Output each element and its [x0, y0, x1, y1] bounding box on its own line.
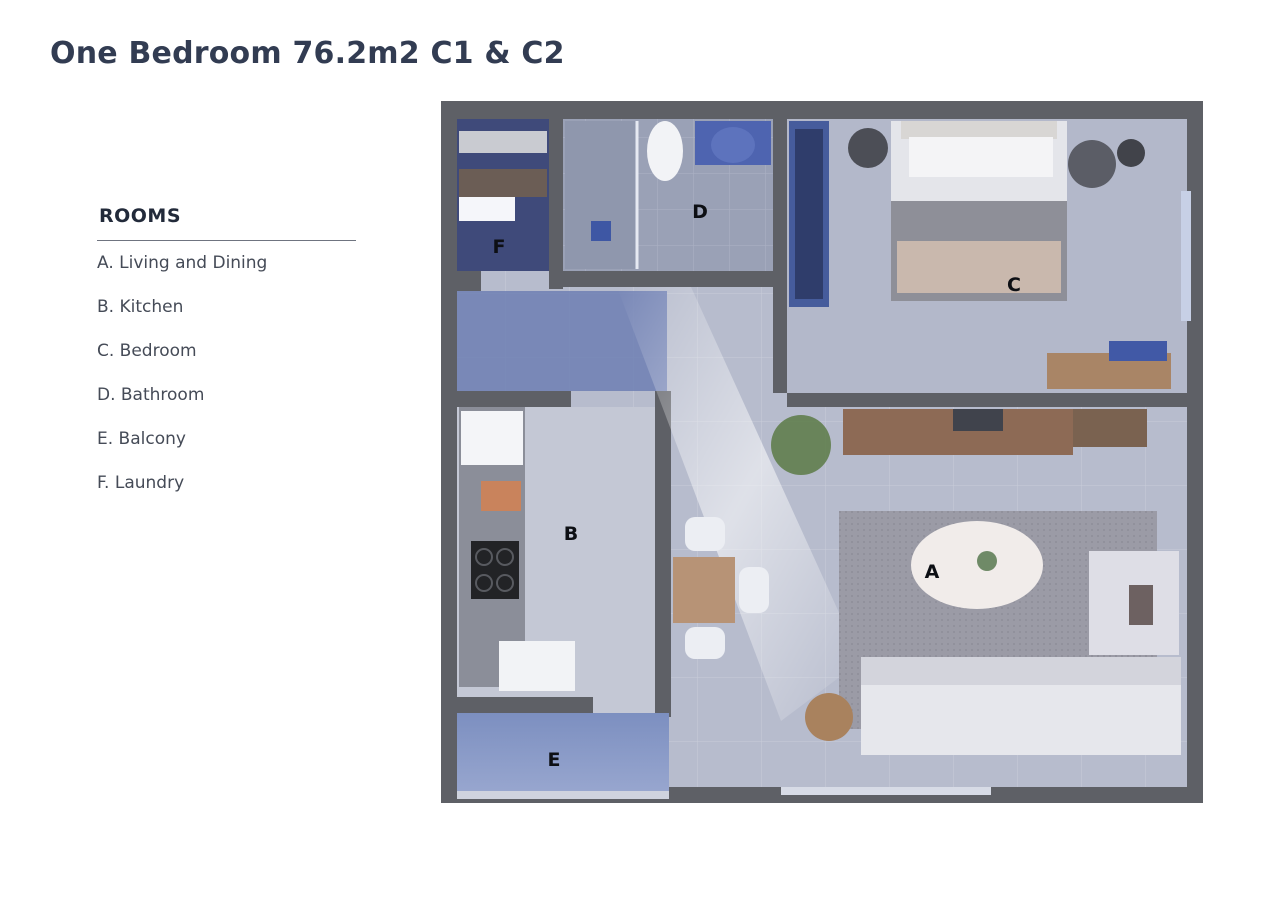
sunlight-beam — [617, 287, 861, 721]
room-label-a: A — [925, 561, 940, 583]
wall-bath-right — [773, 119, 787, 317]
wall-bedroom-bottom — [787, 393, 1187, 407]
legend-item-laundry: F. Laundry — [97, 473, 185, 493]
floor-plan: A B C D E F — [441, 101, 1203, 803]
wall-laundry-bottom — [441, 271, 481, 291]
shower-area — [565, 121, 637, 269]
bedroom-window — [1181, 191, 1191, 321]
side-table — [805, 693, 853, 741]
kitchen-sink — [499, 641, 575, 691]
nightstand-left — [848, 128, 888, 168]
bed-throw — [897, 241, 1061, 293]
bedroom-stool — [1117, 139, 1145, 167]
wall-bath-bottom — [549, 271, 773, 287]
living-window — [781, 787, 991, 795]
legend-item-kitchen: B. Kitchen — [97, 297, 184, 317]
page-title: One Bedroom 76.2m2 C1 & C2 — [50, 36, 565, 71]
tv-sideboard — [1073, 409, 1147, 447]
nightstand-right — [1068, 140, 1116, 188]
towel-rack — [591, 221, 611, 241]
legend-divider — [97, 240, 356, 241]
legend-item-bedroom: C. Bedroom — [97, 341, 197, 361]
kitchen-fridge — [461, 411, 523, 465]
wall-kitchen-bottom — [457, 697, 593, 713]
wall-kitchen-right — [655, 391, 671, 717]
bedroom-desk-tray — [1109, 341, 1167, 361]
laundry-shelf — [459, 131, 547, 153]
hob-ring-1 — [475, 548, 493, 566]
kitchen-board — [481, 481, 521, 511]
coffee-table-bowl — [977, 551, 997, 571]
legend-item-living-dining: A. Living and Dining — [97, 253, 268, 273]
balcony-railing — [457, 791, 669, 799]
tv-screen — [953, 409, 1003, 431]
legend-list: A. Living and Dining B. Kitchen C. Bedro… — [97, 251, 357, 515]
sofa-cushion — [1129, 585, 1153, 625]
plant — [771, 415, 831, 475]
legend-heading: ROOMS — [99, 205, 182, 227]
laundry-counter — [459, 169, 547, 197]
hob-ring-2 — [496, 548, 514, 566]
dining-chair-top — [685, 517, 725, 551]
wall-kitchen-top — [441, 391, 571, 407]
hob-ring-4 — [496, 574, 514, 592]
bed-headboard — [901, 121, 1057, 139]
kitchen-hob — [471, 541, 519, 599]
wall-bedroom-left — [773, 317, 787, 393]
rooms-legend: ROOMS A. Living and Dining B. Kitchen C.… — [97, 205, 357, 515]
wall-laundry-right — [549, 119, 563, 289]
room-label-b: B — [564, 523, 578, 545]
room-label-d: D — [692, 201, 708, 223]
dining-chair-bottom — [685, 627, 725, 659]
balcony-floor — [457, 713, 669, 799]
legend-item-bathroom: D. Bathroom — [97, 385, 205, 405]
room-label-c: C — [1007, 274, 1021, 296]
coffee-table — [911, 521, 1043, 609]
dining-table — [673, 557, 735, 623]
bed-pillows — [909, 137, 1053, 177]
sofa-back — [861, 657, 1181, 685]
toilet — [647, 121, 683, 181]
room-label-e: E — [548, 749, 561, 771]
wardrobe-inner — [795, 129, 823, 299]
dining-chair-right — [739, 567, 769, 613]
hob-ring-3 — [475, 574, 493, 592]
legend-item-balcony: E. Balcony — [97, 429, 186, 449]
bath-basin — [711, 127, 755, 163]
laundry-counter-top — [459, 197, 515, 221]
room-label-f: F — [493, 236, 506, 258]
